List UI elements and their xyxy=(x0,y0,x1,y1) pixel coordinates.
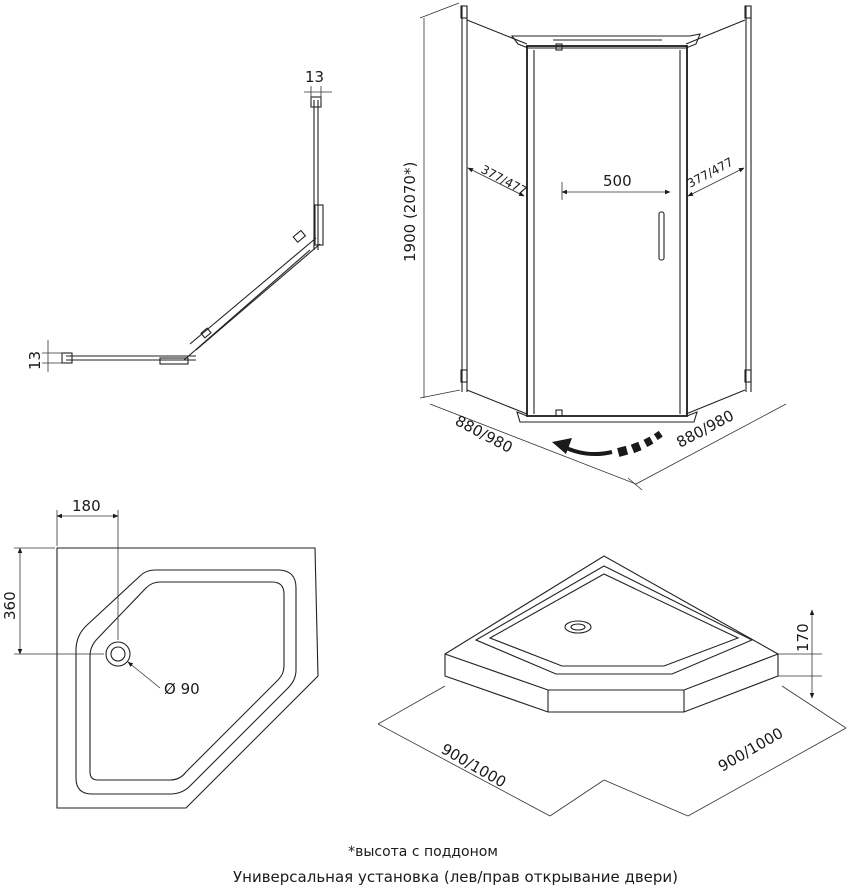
drain-outer xyxy=(105,641,131,667)
enclosure-front-view: 1900 (2070*) 500 377/477 377/477 880/980… xyxy=(401,2,787,491)
dim-drain-y: 360 xyxy=(1,591,19,620)
dim-tray-height: 170 xyxy=(794,623,812,652)
dim-door-width: 500 xyxy=(603,172,632,190)
dim-depth-right: 880/980 xyxy=(673,406,736,451)
enclosure-plan-view: 13 13 xyxy=(26,68,332,372)
dim-left-13: 13 xyxy=(26,351,44,370)
left-profile xyxy=(61,352,73,364)
door-opening-arrow xyxy=(552,430,663,457)
footnote: *высота с поддоном xyxy=(348,844,498,860)
dim-side-left: 377/477 xyxy=(479,162,530,198)
dim-tray-width-right: 900/1000 xyxy=(715,724,786,776)
install-note: Универсальная установка (лев/прав открыв… xyxy=(233,868,679,886)
dim-tray-width-left: 900/1000 xyxy=(438,740,509,792)
dim-drain-diameter: Ø 90 xyxy=(164,680,200,698)
dim-drain-x: 180 xyxy=(72,497,101,515)
dim-depth-left: 880/980 xyxy=(452,412,515,457)
tray-drain xyxy=(564,620,592,634)
drain-inner xyxy=(110,646,126,662)
dim-height: 1900 (2070*) xyxy=(401,162,419,262)
dim-top-13: 13 xyxy=(305,68,324,86)
door-handle xyxy=(658,211,665,261)
tray-iso-view: 170 900/1000 900/1000 xyxy=(377,555,846,817)
tray-plan-view: 180 360 Ø 90 xyxy=(1,497,319,809)
top-profile xyxy=(310,96,322,108)
